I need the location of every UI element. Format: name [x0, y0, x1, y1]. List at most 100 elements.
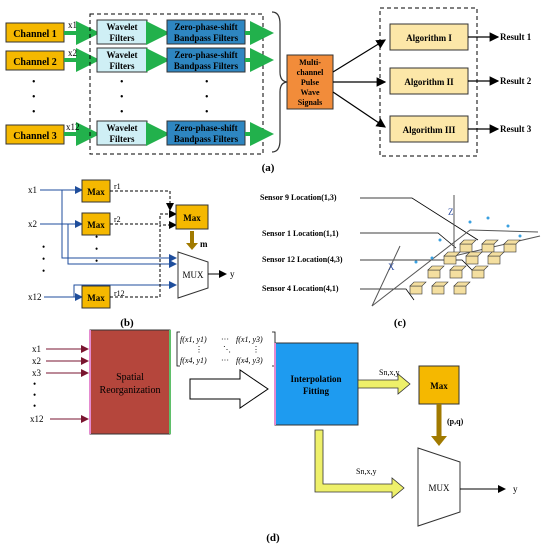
panel-a-caption: (a) [262, 162, 275, 174]
matrix-bracket-left [176, 331, 180, 367]
sensor-cube [449, 265, 467, 279]
bandpass-label: Zero-phase-shift [174, 123, 237, 133]
algorithm-3-label: Algorithm III [403, 125, 456, 135]
ellipsis-dot: • [95, 244, 98, 254]
bandpass-filter-3 [166, 120, 246, 146]
input-x2: x2 [28, 219, 37, 229]
pointer-line [360, 232, 457, 249]
axis-z-label: Z [448, 207, 454, 217]
arrow [332, 91, 386, 128]
signal-x1: x1 [68, 20, 77, 30]
wavelet-filter-3 [96, 120, 148, 146]
dot [518, 234, 522, 238]
axis-x-label: X [388, 262, 395, 272]
wavelet-filter-2 [96, 47, 148, 73]
ellipsis-dot: • [95, 256, 98, 266]
axis-line [371, 245, 401, 307]
panel-d: x1 x2 x3 • • • x12 Spatial Reorganizatio… [30, 329, 518, 544]
sensor-cube [431, 281, 449, 295]
ellipsis-dot: • [32, 77, 36, 88]
y-label: y [513, 484, 518, 494]
result-2-label: Result 2 [500, 76, 532, 86]
ellipsis-dot: • [33, 390, 36, 400]
s-label: Sn,x,y [379, 368, 399, 377]
sensor-label: Sensor 1 Location(1,1) [262, 229, 339, 238]
algorithm-1-box [389, 23, 469, 51]
dot [486, 216, 490, 220]
matrix-cell: f(x4, y3) [236, 356, 263, 365]
big-arrow [189, 369, 269, 409]
spatial-label: Spatial [116, 372, 144, 383]
input-x12: x12 [30, 414, 44, 424]
ellipsis-dot: • [42, 242, 45, 252]
bandpass-label: Bandpass Filters [174, 33, 239, 43]
sensor-label: Sensor 12 Location(4,3) [262, 255, 343, 264]
bandpass-label: Zero-phase-shift [174, 22, 237, 32]
matrix-vdots: ⋮ [195, 345, 203, 354]
matrix-ddots: ⋱ [223, 345, 231, 354]
wire [110, 190, 174, 211]
mux [417, 447, 461, 527]
interpolation-box [274, 342, 359, 426]
interp-label: Interpolation [290, 374, 341, 384]
channel-3-label: Channel 3 [13, 131, 57, 142]
sensor-cube [443, 251, 461, 265]
filter-group-frame [89, 13, 264, 155]
wire [110, 221, 177, 298]
axis-line [469, 229, 539, 233]
sensor-cube [459, 239, 477, 253]
bandpass-filter-2 [166, 47, 246, 73]
dot [414, 260, 418, 264]
dot [468, 220, 472, 224]
output-r1: r1 [114, 182, 121, 191]
result-3-label: Result 3 [500, 124, 532, 134]
scatter-dots [414, 216, 522, 264]
ellipsis-dot: • [95, 232, 98, 242]
wavelet-label: Wavelet [107, 22, 138, 32]
panel-d-caption: (d) [266, 532, 280, 544]
result-1-label: Result 1 [500, 32, 532, 42]
global-max-box [175, 204, 209, 230]
dot [506, 224, 510, 228]
sensor-cube [471, 265, 489, 279]
wavelet-label: Wavelet [107, 50, 138, 60]
algorithm-1-label: Algorithm I [406, 33, 452, 43]
mux [177, 251, 209, 299]
spatial-label: Reorganization [100, 385, 161, 396]
bandpass-label: Bandpass Filters [174, 134, 239, 144]
brace [271, 11, 289, 153]
sensor-label: Sensor 9 Location(1,3) [260, 193, 337, 202]
matrix-vdots: ⋮ [252, 345, 260, 354]
input-x3: x3 [32, 368, 42, 378]
wire [67, 224, 177, 268]
mux-label: MUX [182, 270, 204, 280]
wavelet-label: Filters [110, 61, 135, 71]
ellipsis-dot: • [42, 266, 45, 276]
input-x1: x1 [28, 185, 37, 195]
max-label: Max [430, 381, 448, 391]
panel-a: Channel 1 Channel 2 Channel 3 • • • x1 x… [5, 7, 532, 174]
channel-2-label: Channel 2 [13, 57, 57, 68]
wavelet-label: Wavelet [107, 123, 138, 133]
pointer-line [360, 288, 415, 301]
yellow-arrow [357, 373, 411, 395]
sensor-cube [409, 281, 427, 295]
output-r12: r12 [114, 289, 125, 298]
wavelet-label: Filters [110, 33, 135, 43]
channel-1-label: Channel 1 [13, 29, 57, 40]
input-x2: x2 [32, 356, 41, 366]
wavelet-label: Filters [110, 134, 135, 144]
algorithm-2-label: Algorithm II [404, 77, 454, 87]
sensor-grid [409, 239, 521, 295]
wire [61, 190, 177, 262]
sensor-cube [503, 239, 521, 253]
multichannel-label: Multi- [299, 58, 321, 67]
ellipsis-dot: • [32, 92, 36, 103]
spatial-reorganization-box [89, 329, 171, 435]
matrix-cell: f(x1, y3) [236, 335, 263, 344]
algorithm-2-box [389, 67, 469, 95]
max-label: Max [87, 293, 105, 303]
arrow-head [431, 436, 447, 446]
ellipsis-dot: • [33, 379, 36, 389]
